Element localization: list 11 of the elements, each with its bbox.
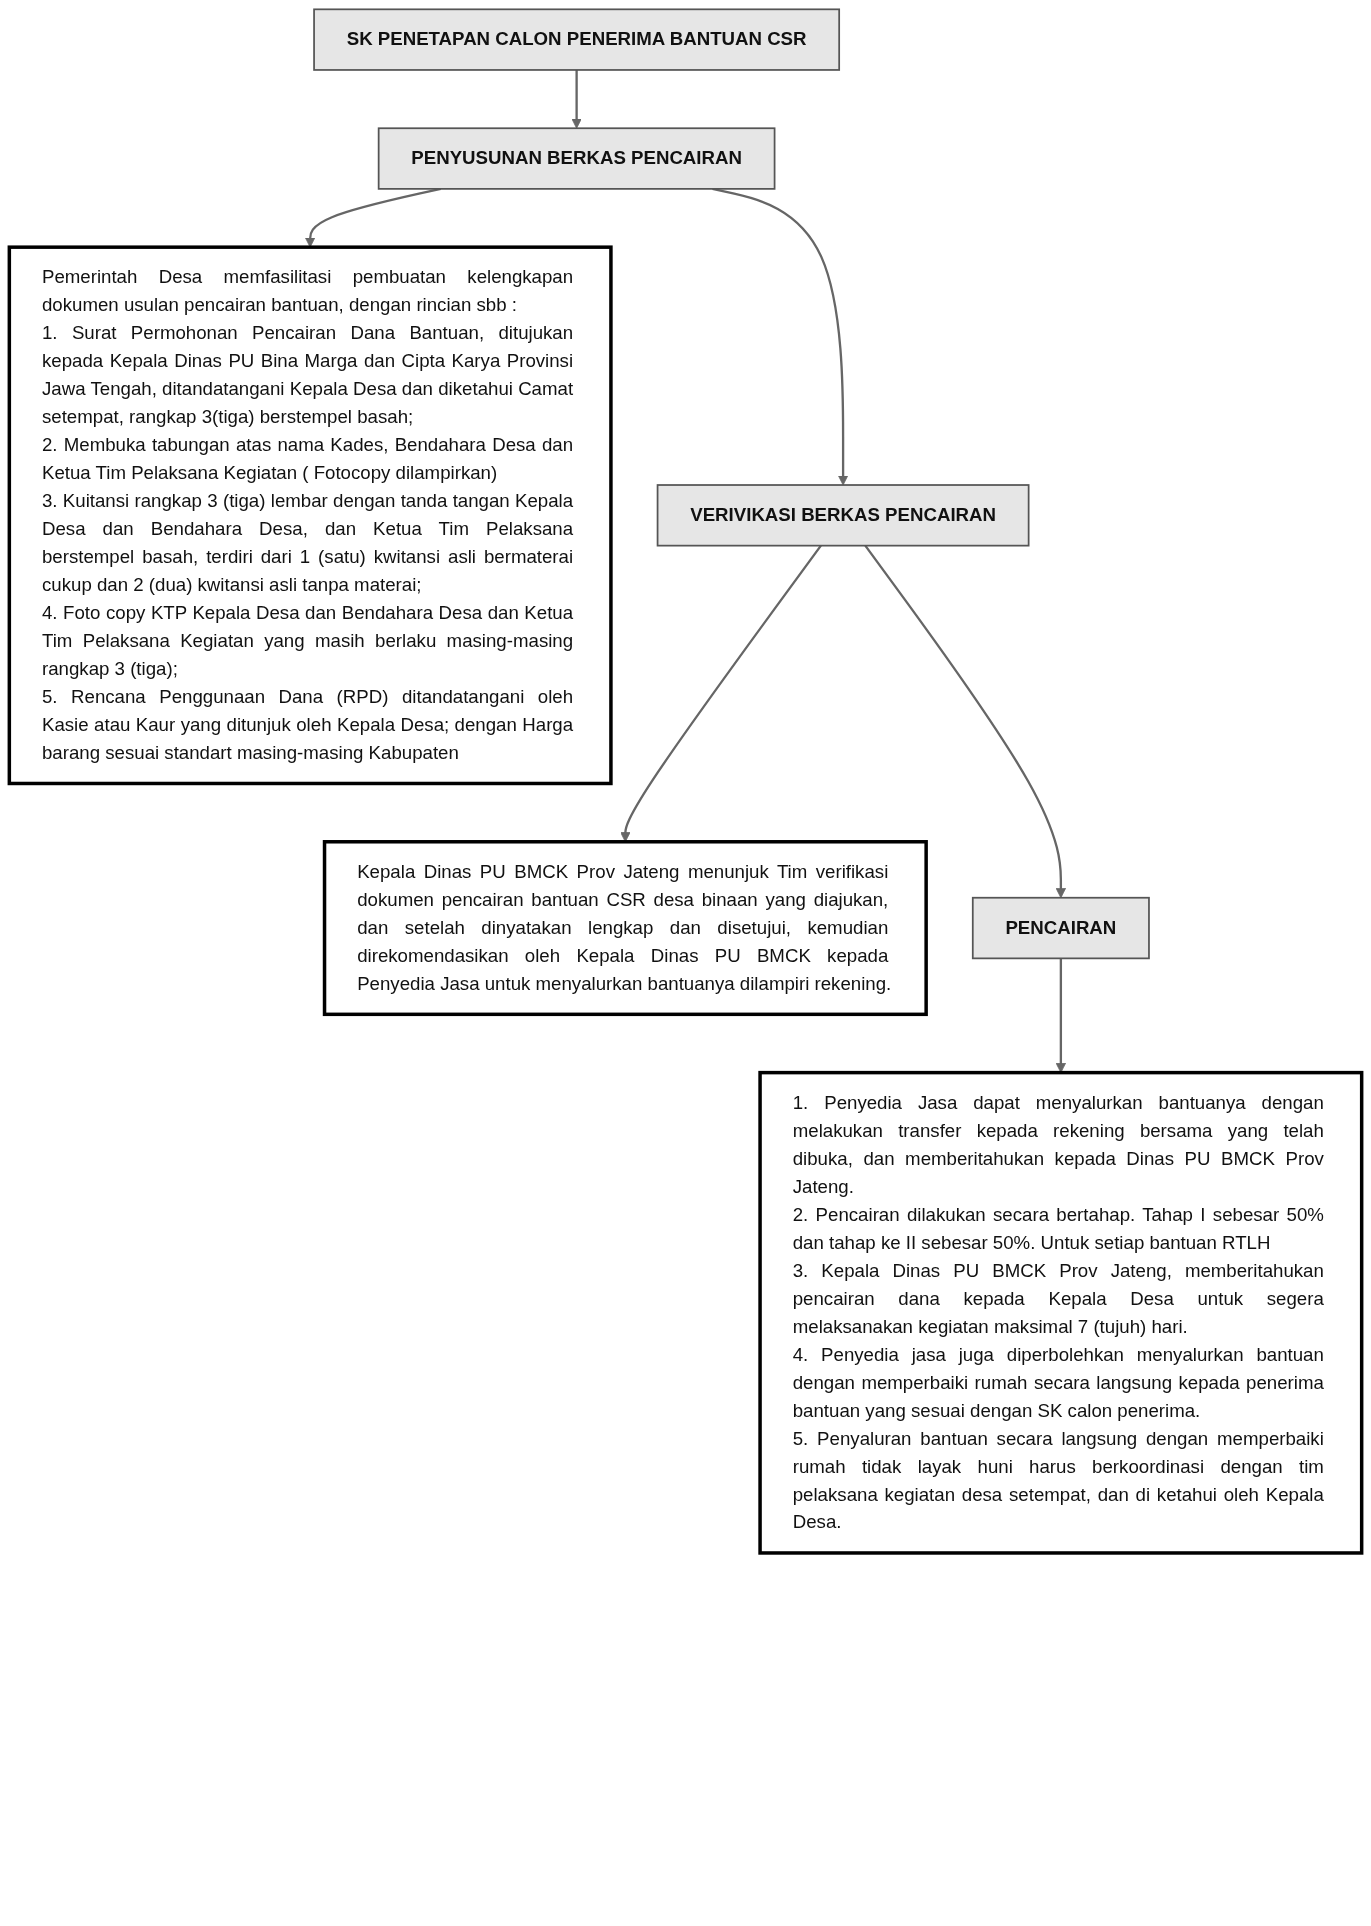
arrow [305,187,441,248]
arrow [864,544,1066,899]
node-box: SK PENETAPAN CALON PENERIMA BANTUAN CSR [313,8,841,71]
node-box: VERIVIKASI BERKAS PENCAIRAN [656,484,1030,547]
arrow [571,69,582,129]
node-box: PENYUSUNAN BERKAS PENCAIRAN [377,127,776,190]
node-box: Pemerintah Desa memfasilitasi pembuatan kelengkapan dokumen usulan pencairan bantuan, dengan rincian sbb : 1. Surat Permohonan Pencairan Dana Bantuan, ditujukan kepada Kepala Dinas PU Bina Marga dan Cipta Karya Provinsi Jawa Tengah, ditandatangani Kepala Desa dan diketahui Camat setempat, rangkap 3(tiga) berstempel basah; 2. Membuka tabungan atas nama Kades, Bendahara Desa dan Ketua Tim Pelaksana Kegiatan ( Fotocopy dilampirkan) 3. Kuitansi rangkap 3 (tiga) lembar dengan tanda tangan Kepala Desa dan Bendahara Desa, dan Ketua Tim Pelaksana berstempel basah, terdiri dari 1 (satu) kwitansi asli bermaterai cukup dan 2 (dua) kwitansi asli tanpa materai; 4. Foto copy KTP Kepala Desa dan Bendahara Desa dan Ketua Tim Pelaksana Kegiatan yang masih berlaku masing-masing rangkap 3 (tiga); 5. Rencana Penggunaan Dana (RPD) ditandatangani oleh Kasie atau Kaur yang ditunjuk oleh Kepala Desa; dengan Harga barang sesuai standart masing-masing Kabupaten [7,245,613,786]
arrow [712,187,849,486]
node-box: PENCAIRAN [971,896,1150,960]
node-box: Kepala Dinas PU BMCK Prov Jateng menunjuk Tim verifikasi dokumen pencairan bantuan CSR desa binaan yang diajukan, dan setelah dinyatakan lengkap dan disetujui, kemudian direkomendasikan oleh Kepala Dinas PU BMCK kepada Penyedia Jasa untuk menyalurkan bantuanya dilampiri rekening. [322,840,928,1017]
node-box: 1. Penyedia Jasa dapat menyalurkan bantuanya dengan melakukan transfer kepada rekening bersama yang telah dibuka, dan memberitahukan kepada Dinas PU BMCK Prov Jateng. 2. Pencairan dilakukan secara bertahap. Tahap I sebesar 50% dan tahap ke II sebesar 50%. Untuk setiap bantuan RTLH 3. Kepala Dinas PU BMCK Prov Jateng, memberitahukan pencairan dana kepada Kepala Desa untuk segera melaksanakan kegiatan maksimal 7 (tujuh) hari. 4. Penyedia jasa juga diperbolehkan menyalurkan bantuan dengan memperbaiki rumah secara langsung kepada penerima bantuan yang sesuai dengan SK calon penerima. 5. Penyaluran bantuan secara langsung dengan memperbaiki rumah tidak layak huni harus berkoordinasi dengan tim pelaksana kegiatan desa setempat, dan di ketahui oleh Kepala Desa. [758,1070,1364,1555]
